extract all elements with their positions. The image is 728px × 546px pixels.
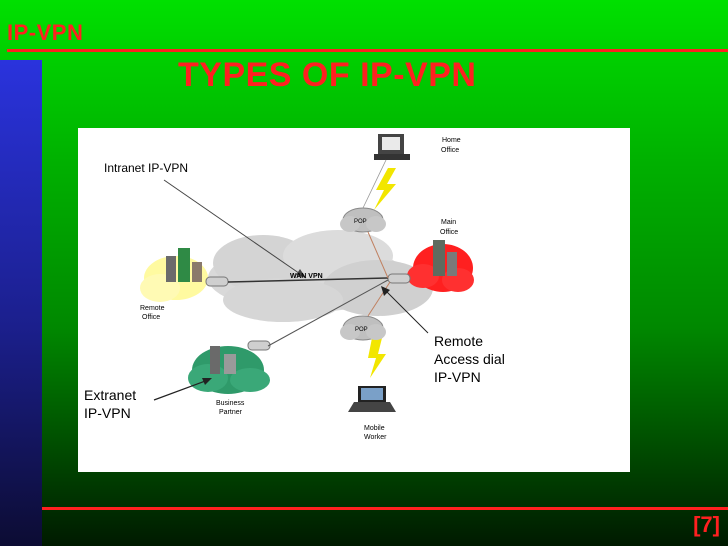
network-diagram-svg: POP POP Remote Office Main Office xyxy=(84,134,505,441)
pop-top-label: POP xyxy=(354,219,367,225)
intranet-callout-arrow xyxy=(163,179,307,279)
remote-access-label-1: Remote xyxy=(434,333,483,349)
bottom-divider xyxy=(42,507,728,510)
extranet-label-1: Extranet xyxy=(84,387,136,403)
extranet-callout-arrow xyxy=(153,379,209,401)
lightning-bolt-icon xyxy=(368,338,386,378)
mobile-worker-label-1: Mobile xyxy=(364,425,385,432)
top-divider xyxy=(7,49,728,52)
wan-vpn-link xyxy=(227,277,389,283)
remote-access-label-2: Access dial xyxy=(434,351,505,367)
link-pop-top xyxy=(367,231,389,279)
page-number: [7] xyxy=(693,512,720,537)
mobile-worker-laptop xyxy=(348,386,396,412)
extranet-label-2: IP-VPN xyxy=(84,405,131,421)
remote-office-label-1: Remote xyxy=(140,305,165,312)
main-office-site xyxy=(407,240,474,292)
business-partner-label-1: Business xyxy=(216,400,245,407)
link-pop-bottom xyxy=(367,281,391,317)
main-office-label-2: Office xyxy=(440,229,458,236)
home-office-label-2: Office xyxy=(441,147,459,154)
corner-label: IP-VPN xyxy=(7,20,84,45)
lightning-bolt-icon xyxy=(374,168,396,210)
router-business-partner xyxy=(247,340,271,351)
home-office-computer xyxy=(374,134,410,160)
pop-bottom-cloud xyxy=(340,315,386,341)
business-partner-label-2: Partner xyxy=(219,409,243,416)
network-diagram: POP POP Remote Office Main Office xyxy=(78,128,630,472)
slide-title: TYPES OF IP-VPN xyxy=(178,56,477,94)
left-accent-bar xyxy=(0,60,42,546)
pop-top-cloud xyxy=(340,207,386,233)
remote-arrowhead xyxy=(381,286,390,296)
remote-access-label-3: IP-VPN xyxy=(434,369,481,385)
mobile-worker-label-2: Worker xyxy=(364,434,387,441)
intranet-arrowhead xyxy=(296,269,306,278)
remote-callout-arrow xyxy=(382,287,429,334)
router-remote-office xyxy=(205,276,229,287)
router-main-office xyxy=(387,273,411,284)
remote-office-site xyxy=(140,248,208,302)
home-office-label-1: Home xyxy=(442,137,461,144)
remote-office-label-2: Office xyxy=(142,314,160,321)
internet-cloud xyxy=(208,230,433,322)
link-pop-top-home xyxy=(362,159,387,209)
link-remote-access xyxy=(267,279,389,347)
wan-vpn-label: WAN VPN xyxy=(290,273,323,280)
pop-bottom-label: POP xyxy=(355,327,368,333)
extranet-arrowhead xyxy=(202,378,212,385)
main-office-label-1: Main xyxy=(441,219,456,226)
intranet-label: Intranet IP-VPN xyxy=(104,161,188,175)
business-partner-site xyxy=(188,346,270,394)
